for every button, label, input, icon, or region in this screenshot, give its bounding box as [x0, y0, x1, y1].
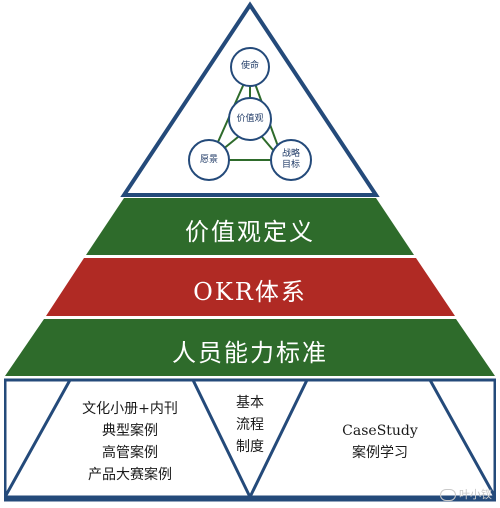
band-okr-system: [46, 258, 455, 316]
band-values-definition-label: 价值观定义: [185, 218, 315, 246]
circle-vision-label: 愿景: [199, 155, 218, 165]
band-values-definition: [86, 198, 414, 255]
base-right-line: CaseStudy: [342, 423, 418, 439]
base-mask-right: [496, 378, 500, 503]
base-right-text: CaseStudy 案例学习: [315, 420, 445, 464]
circle-values: [228, 97, 272, 141]
circle-strategy-line2: 目标: [281, 160, 300, 170]
base-left-line: 产品大赛案例: [88, 467, 172, 483]
base-left-line: 文化小册+内刊: [82, 401, 178, 417]
base-middle-text: 基本 流程 制度: [225, 392, 275, 458]
circle-strategy: [270, 139, 312, 181]
circle-vision: [188, 139, 230, 181]
band-competency-standard: [5, 319, 495, 376]
base-right-wedge: [250, 379, 498, 499]
connector-center-right: [261, 136, 274, 151]
circle-mission-label: 使命: [240, 61, 259, 71]
circle-mission: [230, 47, 270, 87]
wechat-icon: [440, 489, 456, 501]
base-left-line: 典型案例: [102, 423, 158, 439]
base-left-text: 文化小册+内刊 典型案例 高管案例 产品大赛案例: [60, 398, 200, 486]
base-left-line: 高管案例: [102, 445, 158, 461]
band-competency-standard-label: 人员能力标准: [172, 339, 328, 367]
base-mask-left: [0, 378, 4, 503]
band-okr-system-label: OKR体系: [193, 278, 307, 306]
base-left-wedge: [2, 379, 250, 499]
watermark-text: 叶小钗: [459, 488, 492, 501]
circle-strategy-label: 战略 目标: [271, 149, 311, 171]
circle-strategy-line1: 战略: [281, 149, 300, 159]
circle-values-label: 价值观: [236, 114, 264, 124]
base-middle-line: 基本: [236, 395, 264, 411]
base-right-line: 案例学习: [352, 445, 408, 461]
base-middle-line: 制度: [236, 439, 264, 455]
base-middle-line: 流程: [236, 417, 264, 433]
watermark: 叶小钗: [440, 486, 492, 502]
